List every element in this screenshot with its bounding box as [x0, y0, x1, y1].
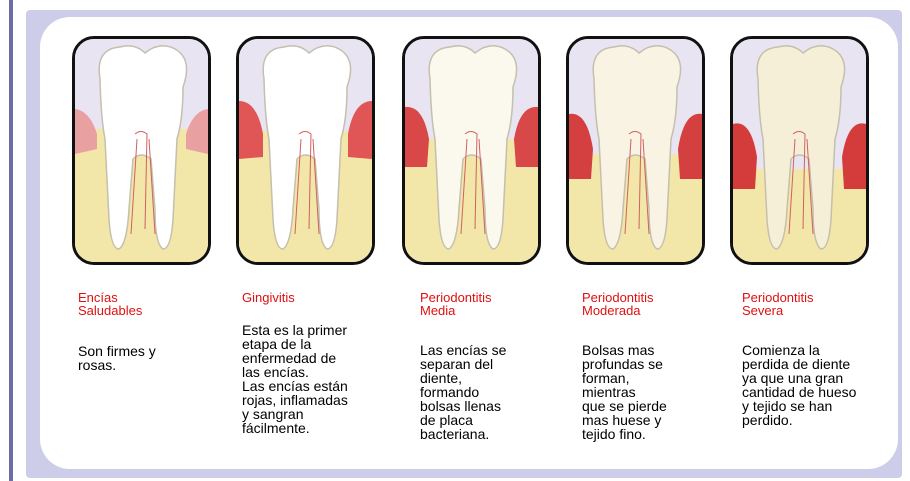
stage-description-healthy: Son firmes y rosas. — [78, 344, 156, 372]
tooth-illustration-gingivitis — [236, 36, 375, 265]
stage-title-gingivitis: Gingivitis — [242, 291, 295, 304]
stage-title-periodontitis-severa: Periodontitis Severa — [742, 291, 814, 317]
left-border-rule — [9, 0, 13, 481]
stage-description-periodontitis-severa: Comienza la perdida de diente ya que una… — [742, 343, 856, 427]
stage-title-periodontitis-media: Periodontitis Media — [420, 291, 492, 317]
tooth-illustration-periodontitis-severa — [730, 36, 869, 265]
stage-description-gingivitis: Esta es la primer etapa de la enfermedad… — [242, 323, 348, 435]
tooth-illustration-periodontitis-media — [402, 36, 541, 265]
stage-description-periodontitis-moderada: Bolsas mas profundas se forman, mientras… — [582, 343, 667, 441]
stage-title-periodontitis-moderada: Periodontitis Moderada — [582, 291, 654, 317]
tooth-illustration-periodontitis-moderada — [566, 36, 705, 265]
stage-title-healthy: Encías Saludables — [78, 291, 142, 317]
stage-description-periodontitis-media: Las encías se separan del diente, forman… — [420, 343, 506, 441]
tooth-illustration-healthy — [72, 36, 211, 265]
